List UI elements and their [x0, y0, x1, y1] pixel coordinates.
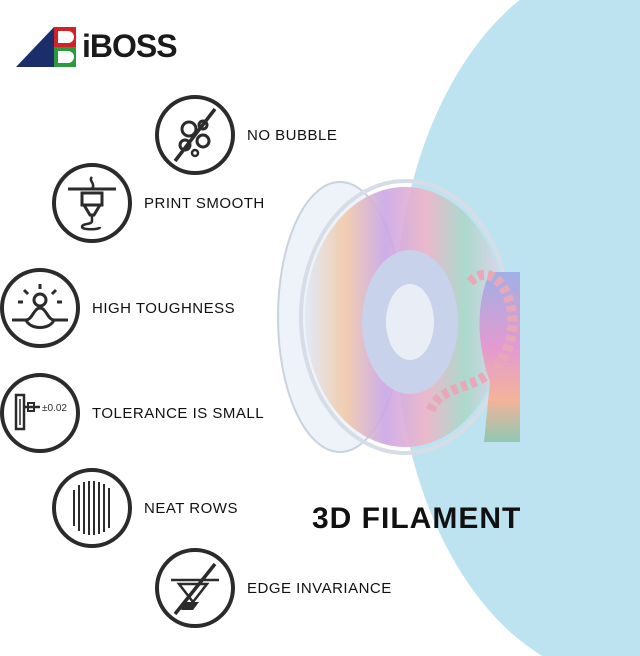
brand-logo: iBOSS: [14, 22, 184, 70]
feature-no-bubble: NO BUBBLE: [155, 95, 337, 175]
edge-invariance-icon: [155, 548, 235, 628]
feature-label: EDGE INVARIANCE: [247, 579, 392, 597]
brand-name: iBOSS: [82, 27, 178, 64]
nozzle-icon: [52, 163, 132, 243]
feature-label: PRINT SMOOTH: [144, 194, 265, 212]
feature-label: TOLERANCE IS SMALL: [92, 404, 265, 422]
product-headline: 3D FILAMENT: [312, 502, 522, 535]
feature-label: HIGH TOUGHNESS: [92, 299, 236, 317]
feature-label: NO BUBBLE: [247, 126, 338, 144]
feature-high-toughness: HIGH TOUGHNESS: [0, 268, 235, 348]
filament-spool-image: [277, 179, 520, 455]
feature-neat-rows: NEAT ROWS: [52, 468, 238, 548]
tolerance-value: ±0.02: [42, 403, 67, 414]
feature-label: NEAT ROWS: [144, 499, 238, 517]
neat-rows-icon: [52, 468, 132, 548]
feature-print-smooth: PRINT SMOOTH: [52, 163, 265, 243]
toughness-loop-icon: [0, 268, 80, 348]
feature-edge-invariance: EDGE INVARIANCE: [155, 548, 392, 628]
caliper-icon: ±0.02: [0, 373, 80, 453]
brand-mark-icon: [16, 27, 76, 67]
no-bubble-icon: [155, 95, 235, 175]
feature-tolerance: ±0.02 TOLERANCE IS SMALL: [0, 373, 264, 453]
